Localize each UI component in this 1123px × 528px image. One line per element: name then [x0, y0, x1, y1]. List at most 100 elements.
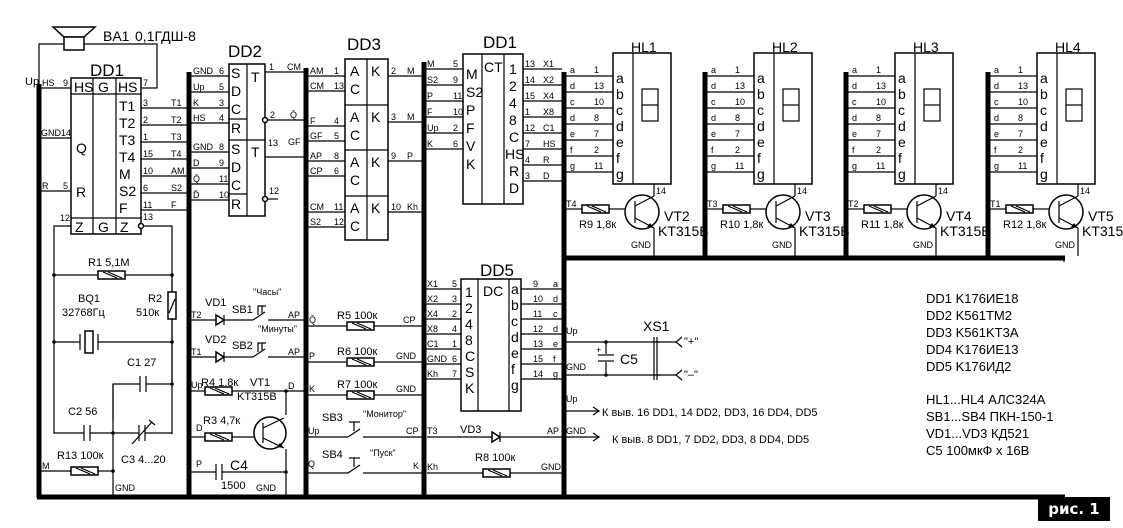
dd2-cell: D: [231, 159, 241, 175]
dd2-rp-12: 12: [269, 186, 279, 196]
hatch: [168, 298, 176, 314]
r2-label: R2: [148, 293, 162, 305]
dd1-ref: DD1: [90, 61, 124, 80]
dd5-rp-net: c: [553, 309, 558, 319]
display-seg-label: f: [757, 150, 761, 166]
c3-trimmer-tick: [148, 419, 156, 426]
dd2-rp-1: 1: [269, 62, 274, 72]
dd5-lp-pin: 6: [452, 354, 457, 364]
hatch: [873, 205, 889, 213]
xs1-plus-pin-icon[interactable]: [675, 336, 683, 348]
dd2-inv1: [261, 116, 269, 124]
dd4-left-label: S2: [466, 84, 483, 100]
dd1-left-r: R: [76, 184, 86, 200]
display-pin-net: a: [994, 65, 999, 75]
dd5-lp-net: GND: [427, 354, 448, 364]
sb2-actuator-icon: [257, 342, 266, 352]
dd3-cell-k: K: [371, 109, 381, 125]
xs1-minus-pin-icon[interactable]: [675, 369, 683, 381]
r8-net-gnd: GND: [541, 462, 562, 472]
dd2-rp-2: 2: [270, 110, 275, 120]
display-pin-net: d: [852, 81, 857, 91]
dd4-left-label: V: [466, 138, 476, 154]
sb2-switch[interactable]: [252, 348, 266, 358]
hatch: [107, 271, 123, 279]
dd2-cell: S: [231, 65, 240, 81]
hatch: [351, 358, 367, 366]
parts-legend: DD1 K176ИЕ18 DD2 K561TM2 DD3 K561KT3A DD…: [926, 290, 1053, 459]
display-seg-label: g: [757, 166, 765, 182]
transistor-icon: [624, 194, 660, 230]
dd2-lp-net: Up: [193, 82, 205, 92]
transistor-type: KT315B: [1082, 223, 1123, 239]
display-ref: HL2: [772, 39, 798, 55]
base-resistor-label: R11 1,8к: [861, 219, 904, 231]
display-pin14: 14: [938, 186, 948, 196]
power-section: XS1 Up GND + C5 "+" "–" Up К выв. 16 DD1…: [566, 318, 818, 446]
display-seg-label: a: [898, 70, 906, 86]
dd5-lp-net: Kh: [427, 369, 438, 379]
dd1-lp-hs: HS: [42, 78, 55, 88]
display-pin-num: 10: [735, 97, 745, 107]
dd3-lp-pin: 4: [334, 116, 339, 126]
dd2-cell: C: [231, 101, 241, 117]
c3-label: C3 4...20: [121, 454, 166, 466]
display-pin-net: d: [570, 113, 575, 123]
resistor-drive-net: T3: [707, 199, 718, 209]
sb1-switch[interactable]: [252, 311, 266, 321]
junction: [111, 469, 115, 473]
dd1-right-label: T4: [119, 149, 136, 165]
dd3-rp-pin: 9: [391, 151, 396, 161]
dd2-t2: T: [251, 144, 260, 160]
wire: [53, 428, 84, 434]
display-gnd: GND: [1055, 240, 1076, 250]
display-pin-net: d: [570, 81, 575, 91]
arrow-right-icon: [592, 406, 601, 416]
dd1-ftr-2: Z: [120, 219, 129, 235]
display-pin-num: 13: [876, 81, 886, 91]
dd2-lp-pin: 5: [219, 82, 224, 92]
display-pin-num: 2: [1018, 145, 1023, 155]
dd5-right-label: g: [511, 377, 519, 393]
hatch: [356, 322, 372, 330]
vt1-type: KT315B: [237, 391, 277, 403]
hatch: [356, 358, 372, 366]
display-pin-net: d: [994, 113, 999, 123]
r4-label: R4 1,8к: [201, 377, 238, 389]
dd2-lp-net: HS: [193, 113, 206, 123]
dd4-lp-pin: 6: [453, 139, 458, 149]
base-resistor-label: R10 1,8к: [720, 219, 764, 231]
sb4-label: SB4: [322, 449, 343, 461]
resistor-drive-net: T1: [990, 199, 1001, 209]
dd5-lp-net: C1: [427, 339, 439, 349]
display-pin-num: 1: [594, 65, 599, 75]
c4-net-p: P: [196, 459, 202, 469]
r3-net-d: D: [196, 423, 203, 433]
dd3-lp-pin: 13: [334, 81, 344, 91]
display-body: [612, 52, 672, 185]
dd1-right-label: F: [119, 200, 128, 216]
vd2-diode-icon: [215, 350, 226, 364]
dd4-right-label: HS: [505, 146, 524, 162]
display-pin-net: g: [852, 161, 857, 171]
sb3-switch[interactable]: [347, 428, 361, 438]
display-pin-net: g: [994, 161, 999, 171]
sb4-switch[interactable]: [347, 464, 361, 474]
vd2-label: VD2: [205, 334, 226, 346]
dd4-rp-pin: 1: [525, 107, 530, 117]
c5-plus: +: [596, 345, 601, 355]
dd4-rp-pin: 14: [525, 75, 535, 85]
c3-trimmer-arrow-icon: [131, 421, 153, 445]
dd2-cell: R: [231, 196, 241, 212]
dd1-lp-14: 14: [61, 128, 71, 138]
dd2-lp-pin: 8: [219, 142, 224, 152]
display-seg-label: c: [616, 102, 623, 118]
